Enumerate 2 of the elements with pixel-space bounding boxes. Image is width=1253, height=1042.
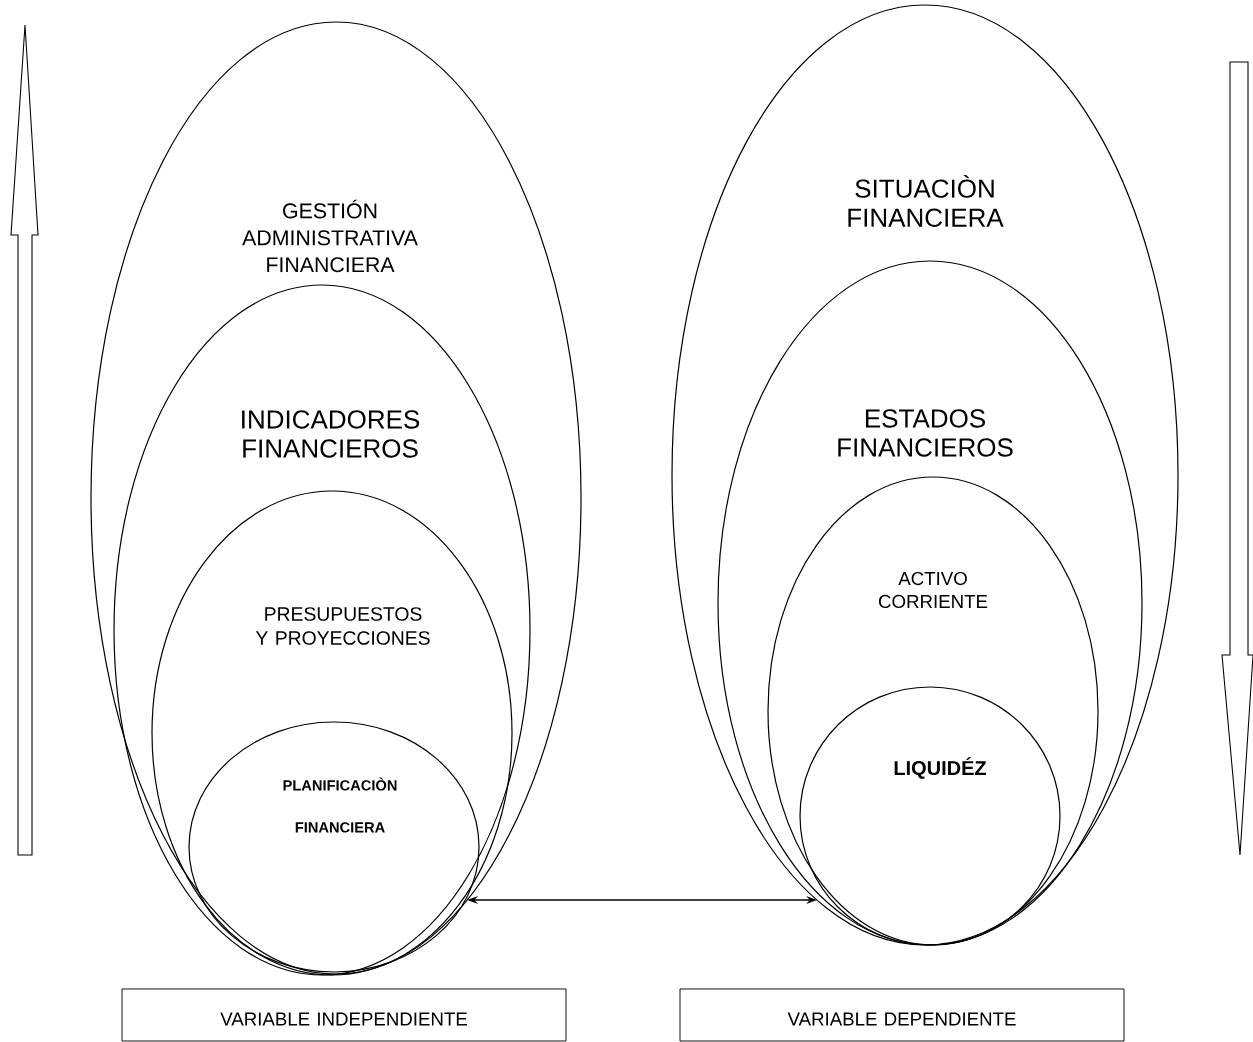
label-box: VARIABLE INDEPENDIENTE — [121, 988, 567, 1042]
label-box: VARIABLE DEPENDIENTE — [679, 988, 1125, 1042]
